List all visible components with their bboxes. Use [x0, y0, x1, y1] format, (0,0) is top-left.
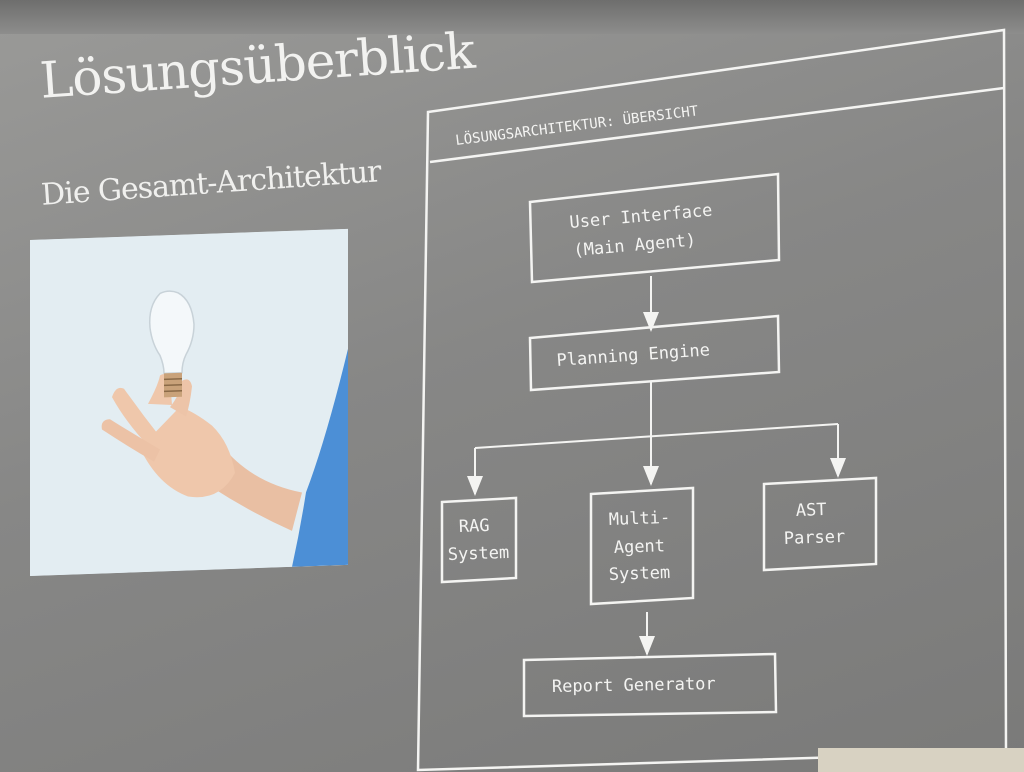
node-multi-agent-system-line3: System — [608, 563, 670, 585]
node-report-generator: Report Generator — [522, 652, 778, 718]
node-rag-system-line1: RAG — [458, 516, 489, 537]
frame-title-divider — [429, 86, 1005, 164]
node-planning-engine-line1: Planning Engine — [556, 340, 711, 371]
foreground-object — [818, 748, 1024, 772]
node-user-interface-line1: User Interface — [569, 201, 713, 233]
node-multi-agent-system: Multi- Agent System — [589, 486, 695, 606]
lightbulb-in-hand-icon — [30, 228, 348, 576]
node-report-generator-line1: Report Generator — [552, 674, 716, 697]
node-multi-agent-system-line2: Agent — [613, 536, 665, 558]
node-user-interface: User Interface (Main Agent) — [528, 172, 781, 284]
node-multi-agent-system-line1: Multi- — [608, 508, 670, 530]
lightbulb-photo — [30, 228, 348, 576]
node-rag-system-line2: System — [447, 543, 509, 565]
edge-branch-bar — [474, 423, 839, 449]
node-rag-system: RAG System — [440, 496, 518, 584]
top-band — [0, 0, 1024, 34]
node-user-interface-line2: (Main Agent) — [573, 230, 697, 261]
node-ast-parser: AST Parser — [762, 476, 878, 572]
node-ast-parser-line2: Parser — [783, 527, 845, 549]
node-planning-engine: Planning Engine — [528, 314, 781, 392]
node-ast-parser-line1: AST — [795, 500, 826, 521]
